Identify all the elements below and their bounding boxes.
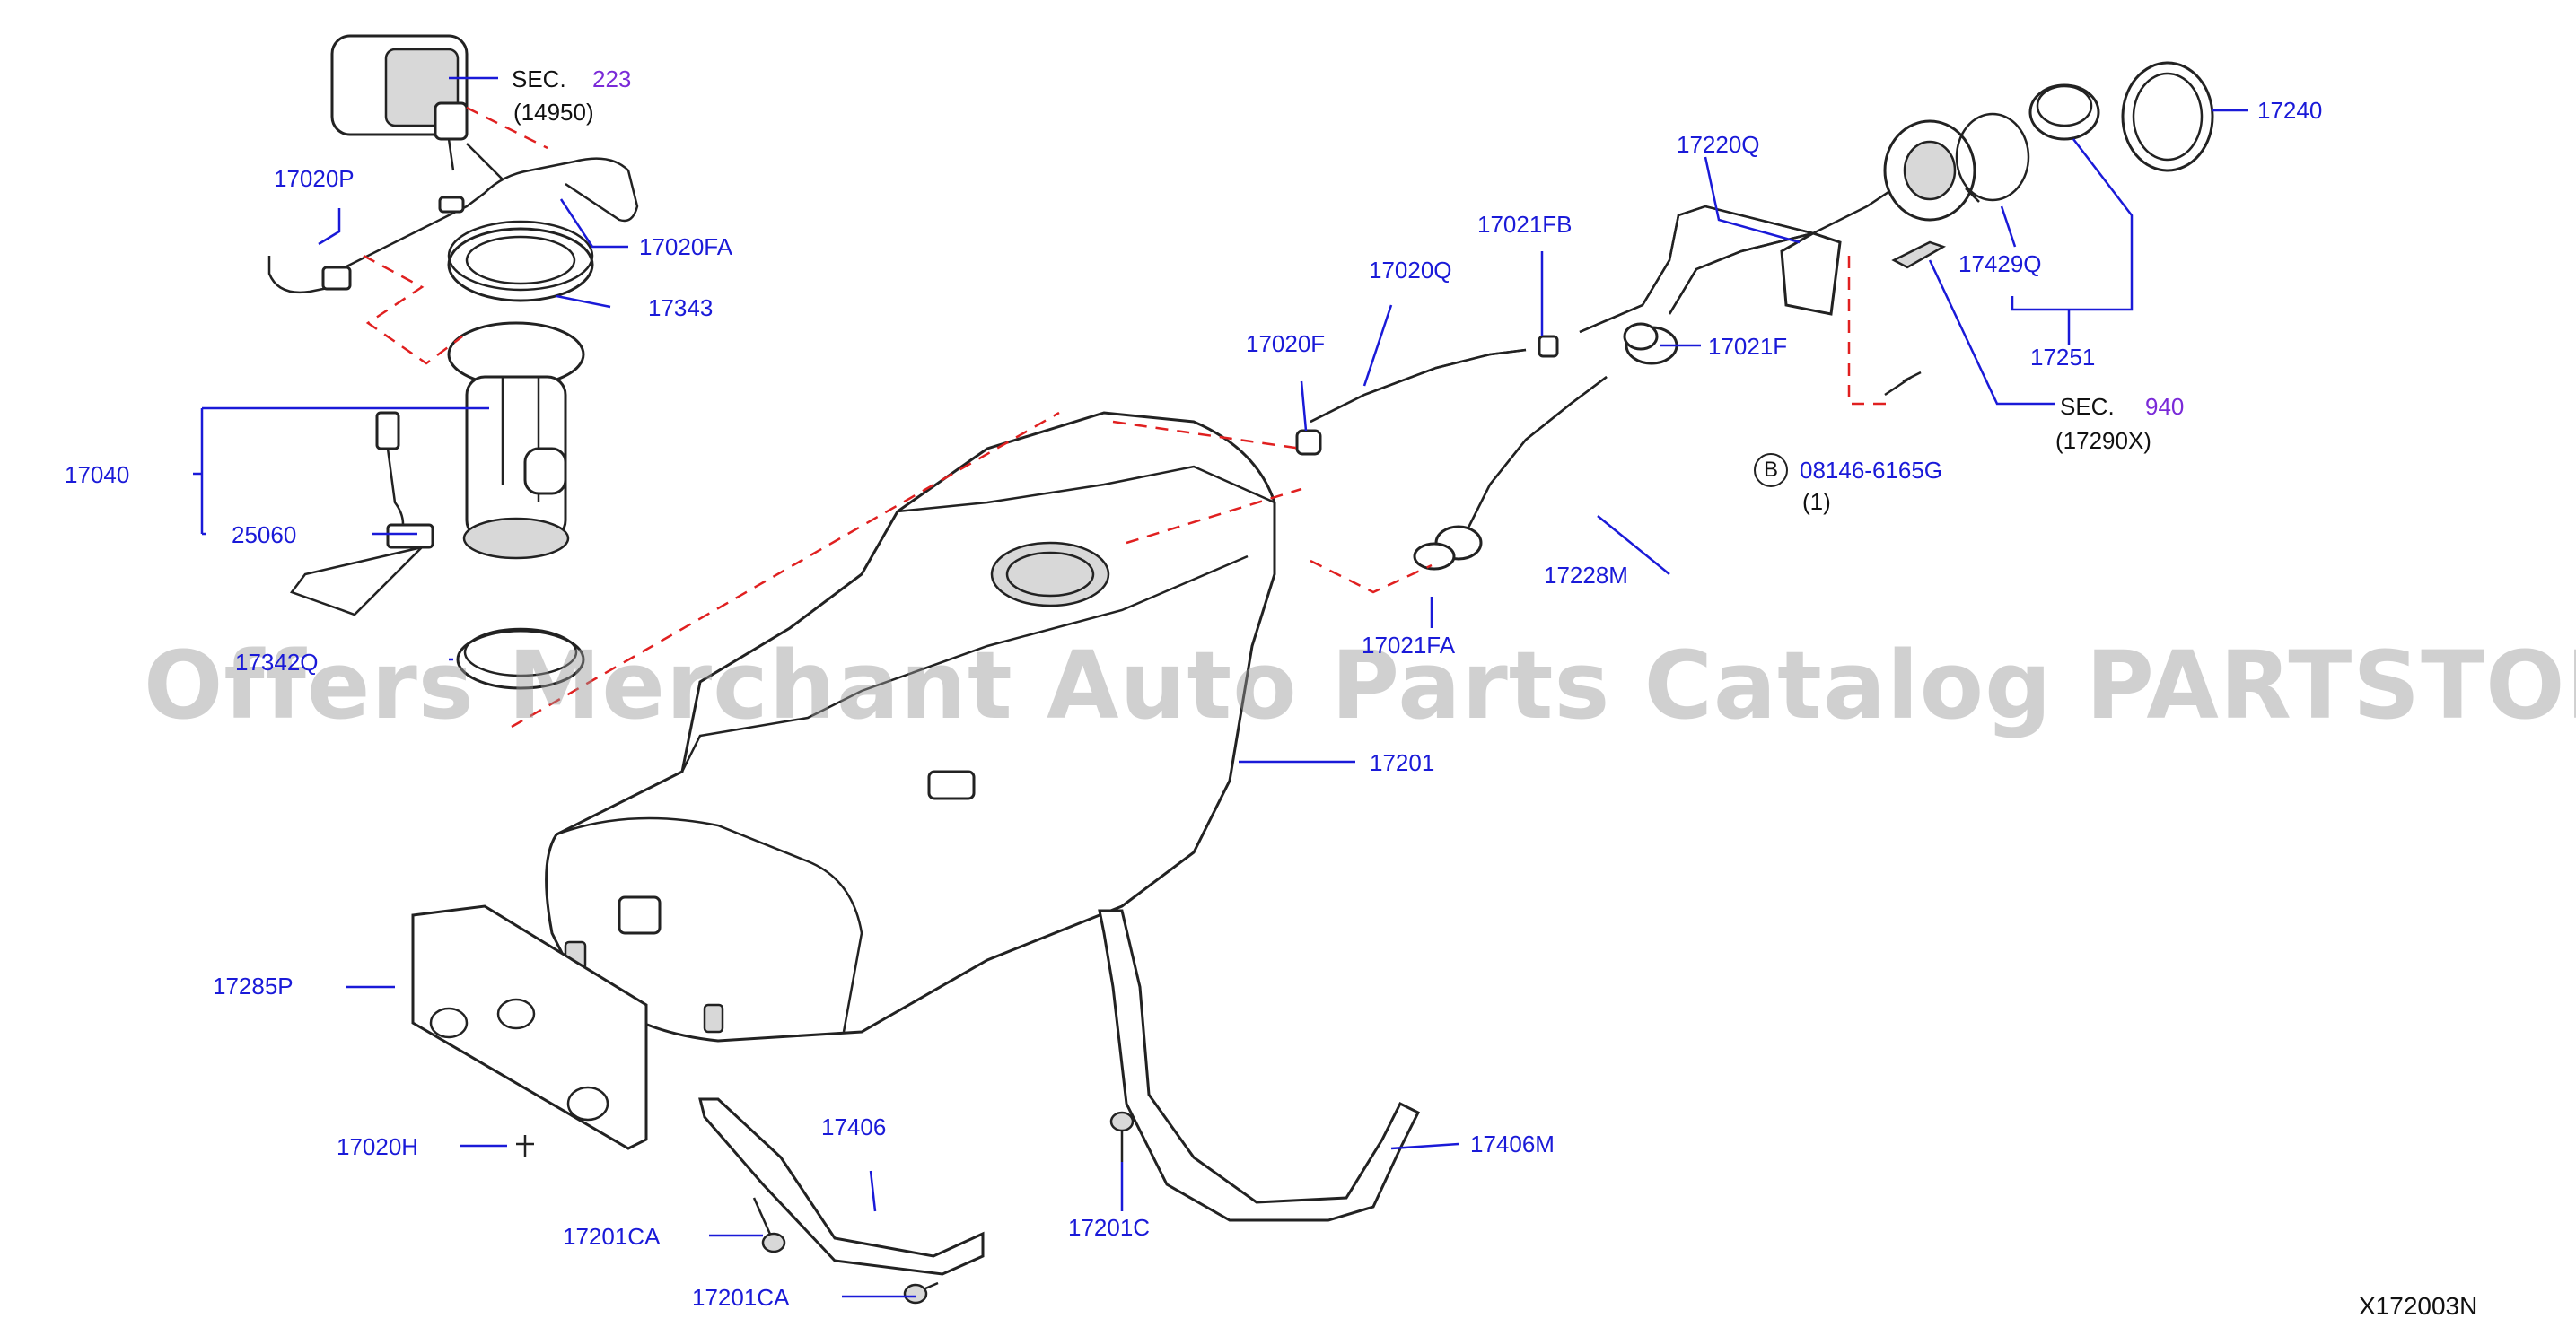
label-17342Q[interactable]: 17342Q xyxy=(235,649,319,676)
label-17240[interactable]: 17240 xyxy=(2257,97,2323,124)
label-17020F[interactable]: 17020F xyxy=(1246,330,1326,357)
label-17020P[interactable]: 17020P xyxy=(274,165,355,192)
label-17228M[interactable]: 17228M xyxy=(1544,562,1628,589)
label-17201C[interactable]: 17201C xyxy=(1068,1214,1151,1241)
label-17406M[interactable]: 17406M xyxy=(1470,1131,1555,1157)
sec-940-prefix: SEC. xyxy=(2060,393,2115,420)
lock-ring-part xyxy=(447,220,594,302)
label-08146-6165G[interactable]: 08146-6165G xyxy=(1800,457,1943,484)
label-17021FB[interactable]: 17021FB xyxy=(1477,211,1573,238)
assembly-dashed-lines xyxy=(363,106,1894,729)
pump-seal-part xyxy=(456,627,585,690)
label-17021F[interactable]: 17021F xyxy=(1708,333,1788,360)
label-17220Q[interactable]: 17220Q xyxy=(1677,131,1760,158)
fuel-sender-part xyxy=(289,411,434,616)
label-17406[interactable]: 17406 xyxy=(821,1113,887,1140)
canister-part xyxy=(330,34,504,180)
fuel-pump-part xyxy=(447,321,585,560)
bolt-quantity: (1) xyxy=(1802,488,1831,515)
leader-lines xyxy=(193,76,2248,1298)
label-17020Q[interactable]: 17020Q xyxy=(1369,257,1452,284)
label-17285P[interactable]: 17285P xyxy=(213,973,294,1000)
label-17201CA-lower[interactable]: 17201CA xyxy=(692,1284,790,1311)
label-25060[interactable]: 25060 xyxy=(232,521,297,548)
label-17020FA[interactable]: 17020FA xyxy=(639,233,733,260)
label-17251[interactable]: 17251 xyxy=(2030,344,2096,371)
sec-223-sub: (14950) xyxy=(513,99,594,126)
sec-940-number[interactable]: 940 xyxy=(2145,393,2185,420)
label-17021FA[interactable]: 17021FA xyxy=(1362,632,1456,659)
sec-940-sub: (17290X) xyxy=(2055,427,2151,454)
label-17040[interactable]: 17040 xyxy=(65,461,130,488)
hose-clamp-parts xyxy=(1295,322,1659,571)
sec-223-number[interactable]: 223 xyxy=(592,65,632,92)
label-17201[interactable]: 17201 xyxy=(1370,749,1435,776)
vent-tube-part xyxy=(267,157,639,294)
bolt-marker-b: B xyxy=(1754,453,1788,487)
tank-strap-front xyxy=(698,1097,985,1276)
label-17343[interactable]: 17343 xyxy=(648,294,714,321)
bolt-parts xyxy=(516,1111,1135,1305)
watermark: Offers Merchant Auto Parts Catalog PARTS… xyxy=(144,631,2576,740)
fuel-tank-part xyxy=(545,411,1276,1043)
diagram-code: X172003N xyxy=(2359,1292,2478,1320)
label-17020H[interactable]: 17020H xyxy=(337,1133,419,1160)
sec-223-prefix: SEC. xyxy=(512,65,566,92)
label-17429Q[interactable]: 17429Q xyxy=(1958,250,2042,277)
filler-cap-part xyxy=(1884,61,2214,397)
tank-strap-rear xyxy=(1098,909,1421,1222)
label-17201CA-upper[interactable]: 17201CA xyxy=(563,1223,661,1250)
heat-insulator-part xyxy=(411,904,648,1150)
